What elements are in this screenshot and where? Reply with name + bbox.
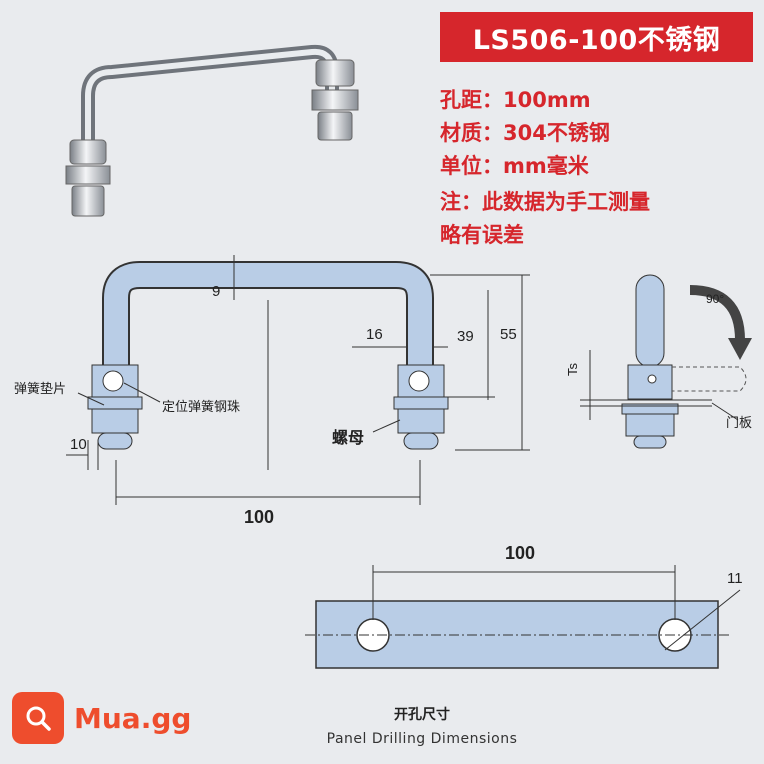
spec-note: 注：此数据为手工测量 bbox=[440, 190, 650, 214]
dim-top-thickness: 9 bbox=[212, 283, 221, 300]
side-view-drawing bbox=[580, 274, 752, 449]
dim-100-front: 100 bbox=[244, 507, 275, 527]
product-photo bbox=[65, 44, 359, 217]
dim-10: 10 bbox=[70, 436, 87, 453]
dim-hole-spacing: 100 bbox=[505, 543, 536, 563]
caption-drilling-cn: 开孔尺寸 bbox=[394, 707, 450, 723]
dim-16: 16 bbox=[366, 326, 383, 343]
spec-unit: 单位：mm毫米 bbox=[440, 154, 589, 178]
label-nut: 螺母 bbox=[332, 428, 365, 447]
watermark-text: Mua.gg bbox=[74, 701, 192, 735]
dim-hole-diameter: 11 bbox=[727, 570, 743, 587]
front-view-drawing bbox=[66, 255, 530, 505]
spec-hole-distance: 孔距：100mm bbox=[440, 88, 591, 112]
label-door-panel: 门板 bbox=[726, 416, 753, 431]
spec-note-tolerance: 略有误差 bbox=[440, 223, 524, 247]
dim-55: 55 bbox=[500, 326, 517, 343]
shopping-bag-icon bbox=[12, 692, 64, 744]
label-positioning-ball: 定位弹簧钢珠 bbox=[162, 400, 241, 415]
product-title: LS506-100不锈钢 bbox=[440, 12, 753, 62]
caption-drilling-en: Panel Drilling Dimensions bbox=[326, 731, 518, 747]
watermark-logo: Mua.gg bbox=[12, 692, 212, 744]
angle-label: 90° bbox=[706, 292, 725, 306]
label-spring-washer: 弹簧垫片 bbox=[14, 382, 67, 397]
drilling-plate bbox=[305, 565, 741, 669]
spec-material: 材质：304不锈钢 bbox=[440, 121, 610, 145]
dim-39: 39 bbox=[457, 328, 474, 345]
dim-ts: Ts bbox=[565, 363, 580, 376]
